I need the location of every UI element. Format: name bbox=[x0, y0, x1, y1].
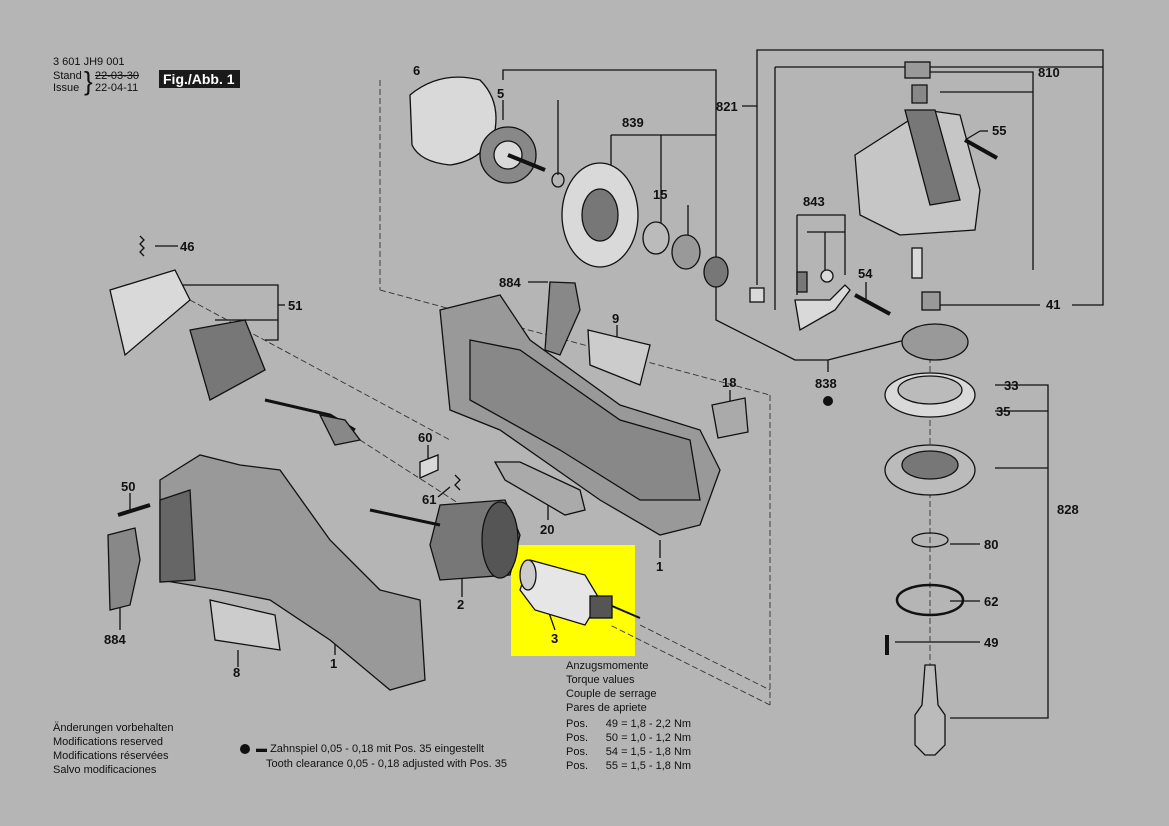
torque-row: Pos.54 = 1,5 - 1,8 Nm bbox=[566, 746, 692, 758]
bushing bbox=[749, 287, 765, 303]
torque-title-fr: Couple de serrage bbox=[566, 688, 657, 700]
commutator bbox=[589, 595, 613, 619]
label-51: 51 bbox=[288, 298, 302, 313]
part-number-labels: 6 5 839 15 821 810 55 46 51 884 9 843 54… bbox=[104, 63, 1079, 680]
label-15: 15 bbox=[653, 187, 667, 202]
part-3-rotor bbox=[519, 559, 601, 626]
part-884-top bbox=[544, 281, 581, 356]
label-1-right: 1 bbox=[656, 559, 663, 574]
part-1-housing-left bbox=[159, 454, 426, 691]
label-60: 60 bbox=[418, 430, 432, 445]
brace: } bbox=[84, 66, 93, 96]
part-884-bottom bbox=[107, 527, 141, 611]
stand-date-old: 22-03-30 bbox=[95, 70, 140, 82]
modifications-fr: Modifications réservées bbox=[53, 750, 169, 762]
part-9-label bbox=[587, 329, 651, 386]
label-55: 55 bbox=[992, 123, 1006, 138]
part-50-screw bbox=[117, 503, 151, 517]
label-838: 838 bbox=[815, 376, 837, 391]
clearance-note-en: Tooth clearance 0,05 - 0,18 adjusted wit… bbox=[266, 758, 507, 770]
label-8: 8 bbox=[233, 665, 240, 680]
issue-label: Issue bbox=[53, 82, 80, 94]
label-61: 61 bbox=[422, 492, 436, 507]
part-20-slider bbox=[493, 461, 586, 516]
label-884-top: 884 bbox=[499, 275, 521, 290]
part-838-bevel-gear bbox=[901, 323, 969, 361]
part-61-spring bbox=[454, 474, 461, 491]
torque-row: Pos.49 = 1,8 - 2,2 Nm bbox=[566, 718, 692, 730]
label-18: 18 bbox=[722, 375, 736, 390]
part-lever bbox=[794, 284, 851, 332]
label-1-left: 1 bbox=[330, 656, 337, 671]
label-20: 20 bbox=[540, 522, 554, 537]
part-46-spring bbox=[139, 235, 145, 257]
spindle bbox=[914, 664, 946, 756]
clearance-note-de: ▬ Zahnspiel 0,05 - 0,18 mit Pos. 35 eing… bbox=[256, 743, 485, 755]
knob bbox=[820, 269, 834, 283]
torque-title-de: Anzugsmomente bbox=[566, 660, 649, 672]
torque-title-en: Torque values bbox=[566, 674, 635, 686]
part-54-screw bbox=[854, 293, 891, 316]
part-60-clip bbox=[419, 454, 439, 480]
modifications-es: Salvo modificaciones bbox=[53, 764, 157, 776]
label-6: 6 bbox=[413, 63, 420, 78]
leader-lines bbox=[119, 49, 1104, 719]
issue-date: 22-04-11 bbox=[95, 82, 139, 94]
stand-label: Stand bbox=[53, 70, 82, 82]
modifications-en: Modifications reserved bbox=[53, 736, 164, 748]
part-18-pad bbox=[711, 397, 749, 439]
part-843-spring bbox=[796, 271, 808, 293]
torque-title-es: Pares de apriete bbox=[566, 702, 647, 714]
label-828: 828 bbox=[1057, 502, 1079, 517]
part-8-label bbox=[209, 599, 281, 651]
label-5: 5 bbox=[497, 86, 504, 101]
label-839: 839 bbox=[622, 115, 644, 130]
label-2: 2 bbox=[457, 597, 464, 612]
label-80: 80 bbox=[984, 537, 998, 552]
modifications-de: Änderungen vorbehalten bbox=[53, 722, 174, 734]
label-33: 33 bbox=[1004, 378, 1018, 393]
part-15-ring bbox=[642, 221, 670, 255]
label-821: 821 bbox=[716, 99, 738, 114]
part-62-oring bbox=[895, 583, 965, 617]
label-35: 35 bbox=[996, 404, 1010, 419]
figure-label: Fig./Abb. 1 bbox=[159, 70, 240, 88]
pin bbox=[911, 247, 923, 279]
label-46: 46 bbox=[180, 239, 194, 254]
part-810-button bbox=[904, 61, 931, 79]
torque-row: Pos.55 = 1,5 - 1,8 Nm bbox=[566, 760, 692, 772]
label-810: 810 bbox=[1038, 65, 1060, 80]
label-9: 9 bbox=[612, 311, 619, 326]
label-54: 54 bbox=[858, 266, 873, 281]
label-62: 62 bbox=[984, 594, 998, 609]
label-50: 50 bbox=[121, 479, 135, 494]
label-3: 3 bbox=[551, 631, 558, 646]
torque-row: Pos.50 = 1,0 - 1,2 Nm bbox=[566, 732, 692, 744]
part-51-module bbox=[189, 319, 266, 401]
parts bbox=[107, 61, 998, 756]
bearing bbox=[671, 234, 701, 270]
label-41: 41 bbox=[1046, 297, 1060, 312]
note-dot-838 bbox=[823, 396, 833, 406]
part-55-screw bbox=[964, 138, 998, 160]
part-51-plate bbox=[109, 269, 191, 357]
part-41-bushing bbox=[921, 291, 941, 311]
part-washer bbox=[551, 172, 565, 188]
part-80-washer bbox=[911, 532, 949, 548]
label-884-bottom: 884 bbox=[104, 632, 126, 647]
note-dot-legend bbox=[240, 744, 250, 754]
document-number: 3 601 JH9 001 bbox=[53, 56, 125, 68]
pinion bbox=[703, 256, 729, 288]
label-49: 49 bbox=[984, 635, 998, 650]
switch bbox=[318, 414, 362, 446]
label-843: 843 bbox=[803, 194, 825, 209]
